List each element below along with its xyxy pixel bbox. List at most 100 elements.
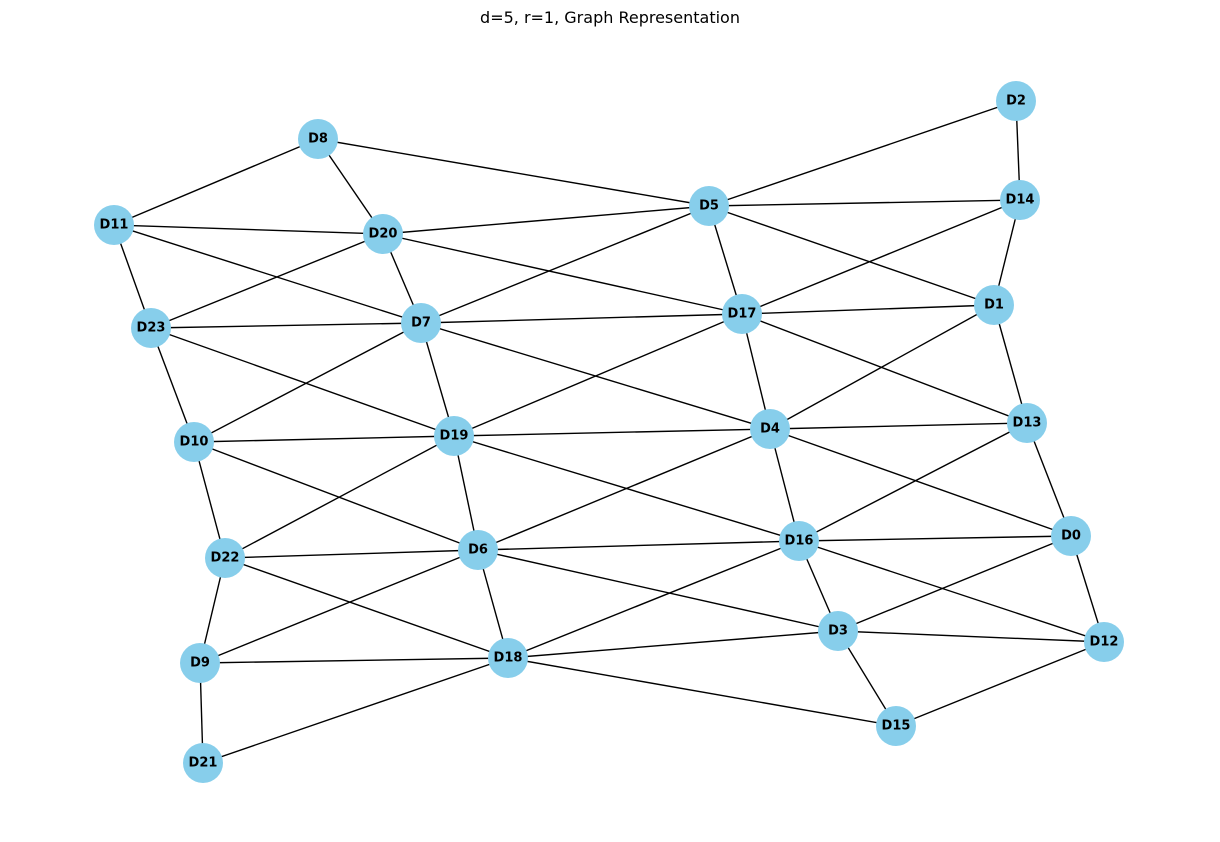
edge-d14-d17 xyxy=(741,199,1021,315)
edge-d6-d9 xyxy=(199,549,479,664)
edge-d23-d19 xyxy=(150,327,455,437)
edge-d17-d19 xyxy=(453,313,743,437)
node-circle xyxy=(996,81,1036,121)
node-label: D8 xyxy=(308,132,328,147)
figure-title: d=5, r=1, Graph Representation xyxy=(480,8,740,27)
node-circle xyxy=(722,294,762,334)
edge-d18-d3 xyxy=(507,630,839,659)
edge-d11-d7 xyxy=(113,224,422,324)
node-d16: D16 xyxy=(779,521,819,561)
node-d13: D13 xyxy=(1007,403,1047,443)
edge-d23-d10 xyxy=(150,327,195,443)
node-circle xyxy=(205,538,245,578)
node-label: D6 xyxy=(468,543,488,558)
node-d18: D18 xyxy=(488,638,528,678)
node-label: D11 xyxy=(100,218,129,233)
node-label: D12 xyxy=(1090,635,1119,650)
node-d0: D0 xyxy=(1051,516,1091,556)
node-circle xyxy=(689,186,729,226)
edge-d7-d17 xyxy=(420,313,743,324)
node-circle xyxy=(458,530,498,570)
node-label: D19 xyxy=(440,429,469,444)
edge-d7-d10 xyxy=(193,322,422,443)
node-label: D0 xyxy=(1061,529,1081,544)
node-label: D1 xyxy=(984,298,1004,313)
node-d5: D5 xyxy=(689,186,729,226)
node-circle xyxy=(183,743,223,783)
edge-d11-d20 xyxy=(113,224,384,235)
edge-d10-d19 xyxy=(193,435,455,443)
edge-d16-d0 xyxy=(798,535,1072,542)
edge-d1-d13 xyxy=(993,304,1028,424)
node-label: D7 xyxy=(411,316,431,331)
node-d19: D19 xyxy=(434,416,474,456)
node-label: D10 xyxy=(180,435,209,450)
node-label: D18 xyxy=(494,651,523,666)
edge-d5-d1 xyxy=(708,205,995,306)
node-label: D9 xyxy=(190,656,210,671)
edges-layer xyxy=(113,100,1105,764)
edge-d9-d18 xyxy=(199,657,509,664)
edge-d1-d4 xyxy=(769,304,995,430)
edge-d5-d7 xyxy=(420,205,710,324)
edge-d18-d15 xyxy=(507,657,897,727)
node-circle xyxy=(779,521,819,561)
node-circle xyxy=(363,214,403,254)
node-d11: D11 xyxy=(94,205,134,245)
node-circle xyxy=(1007,403,1047,443)
edge-d22-d18 xyxy=(224,557,509,659)
edge-d12-d15 xyxy=(895,641,1105,727)
edge-d22-d6 xyxy=(224,549,479,559)
node-label: D15 xyxy=(882,719,911,734)
node-d7: D7 xyxy=(401,303,441,343)
edge-d13-d16 xyxy=(798,422,1028,542)
edge-d3-d12 xyxy=(837,630,1105,643)
node-d23: D23 xyxy=(131,308,171,348)
node-label: D22 xyxy=(211,551,240,566)
edge-d6-d16 xyxy=(477,540,800,551)
node-circle xyxy=(94,205,134,245)
node-label: D13 xyxy=(1013,416,1042,431)
node-label: D16 xyxy=(785,534,814,549)
edge-d13-d0 xyxy=(1026,422,1072,537)
node-label: D17 xyxy=(728,307,757,322)
node-circle xyxy=(1084,622,1124,662)
node-d22: D22 xyxy=(205,538,245,578)
node-d1: D1 xyxy=(974,285,1014,325)
node-label: D3 xyxy=(828,624,848,639)
node-d4: D4 xyxy=(750,409,790,449)
edge-d8-d11 xyxy=(113,138,319,226)
node-d6: D6 xyxy=(458,530,498,570)
node-label: D23 xyxy=(137,321,166,336)
node-circle xyxy=(750,409,790,449)
node-circle xyxy=(974,285,1014,325)
edge-d20-d5 xyxy=(382,205,710,235)
node-circle xyxy=(876,706,916,746)
edge-d4-d0 xyxy=(769,428,1072,537)
node-label: D2 xyxy=(1006,94,1026,109)
edge-d17-d1 xyxy=(741,304,995,315)
node-label: D21 xyxy=(189,756,218,771)
edge-d4-d13 xyxy=(769,422,1028,430)
edge-d18-d21 xyxy=(202,657,509,764)
edge-d20-d23 xyxy=(150,233,384,329)
node-label: D14 xyxy=(1006,193,1035,208)
node-d17: D17 xyxy=(722,294,762,334)
edge-d19-d22 xyxy=(224,435,455,559)
node-label: D4 xyxy=(760,422,780,437)
node-d10: D10 xyxy=(174,422,214,462)
node-d12: D12 xyxy=(1084,622,1124,662)
node-circle xyxy=(1000,180,1040,220)
edge-d10-d22 xyxy=(193,441,226,559)
edge-d16-d12 xyxy=(798,540,1105,643)
node-d15: D15 xyxy=(876,706,916,746)
node-circle xyxy=(131,308,171,348)
node-d9: D9 xyxy=(180,643,220,683)
node-d14: D14 xyxy=(1000,180,1040,220)
edge-d10-d6 xyxy=(193,441,479,551)
node-circle xyxy=(488,638,528,678)
node-d21: D21 xyxy=(183,743,223,783)
node-label: D5 xyxy=(699,199,719,214)
edge-d20-d17 xyxy=(382,233,743,315)
